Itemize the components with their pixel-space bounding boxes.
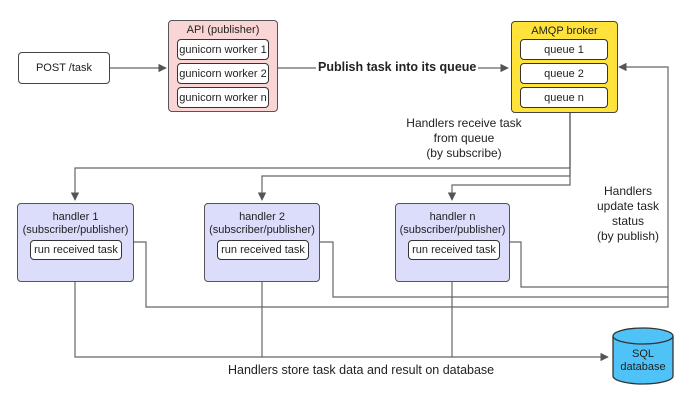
handler-n-role: (subscriber/publisher): [399, 224, 506, 236]
broker-title: AMQP broker: [531, 25, 598, 37]
database-cylinder: [612, 327, 674, 385]
update-label-line1: Handlers: [603, 184, 653, 198]
amqp-broker-box: AMQP broker queue 1 queue 2 queue n: [511, 21, 618, 113]
update-label-line3: status: [611, 214, 644, 228]
post-task-box: POST /task: [18, 52, 110, 84]
handler-n-task: run received task: [408, 240, 500, 260]
queue-1: queue 1: [520, 39, 608, 60]
receive-label-line2: from queue: [433, 131, 495, 145]
api-title: API (publisher): [186, 24, 260, 36]
handler-1-role: (subscriber/publisher): [22, 224, 129, 236]
receive-label-line1: Handlers receive task: [406, 116, 522, 130]
store-label: Handlers store task data and result on d…: [228, 363, 495, 377]
queue-n: queue n: [520, 87, 608, 108]
update-label-line4: (by publish): [596, 229, 660, 243]
broker-to-handlern-arrow: [447, 113, 571, 201]
handler-2-role: (subscriber/publisher): [209, 224, 315, 236]
handler1-status-line: [134, 62, 669, 308]
handler2-status-line: [320, 241, 668, 298]
handler-2-title: handler 2: [239, 211, 285, 223]
receive-label-line3: (by subscribe): [426, 146, 502, 160]
handler-n-box: handler n (subscriber/publisher) run rec…: [395, 203, 510, 282]
gunicorn-worker-n: gunicorn worker n: [177, 87, 269, 108]
receive-label: Handlers receive task from queue (by sub…: [398, 116, 530, 161]
post-task-label: POST /task: [35, 62, 93, 74]
gunicorn-worker-2: gunicorn worker 2: [177, 63, 269, 84]
update-label-line2: update task: [596, 199, 660, 213]
gunicorn-worker-1: gunicorn worker 1: [177, 39, 269, 60]
handler-1-title: handler 1: [52, 211, 99, 223]
handler-2-task: run received task: [217, 240, 309, 260]
handlern-status-line: [510, 241, 668, 288]
handler-1-box: handler 1 (subscriber/publisher) run rec…: [17, 203, 134, 282]
handler-1-task: run received task: [30, 240, 122, 260]
queue-2: queue 2: [520, 63, 608, 84]
database-label-line2: database: [620, 361, 666, 373]
handler1-db-line: [74, 282, 609, 362]
handler-2-box: handler 2 (subscriber/publisher) run rec…: [204, 203, 320, 282]
publish-label: Publish task into its queue: [316, 60, 479, 75]
update-label: Handlers update task status (by publish): [586, 184, 670, 244]
database-label-line1: SQL: [631, 348, 654, 360]
handler-n-title: handler n: [429, 211, 476, 223]
database-label: SQL database: [613, 348, 673, 374]
api-publisher-box: API (publisher) gunicorn worker 1 gunico…: [168, 20, 278, 112]
